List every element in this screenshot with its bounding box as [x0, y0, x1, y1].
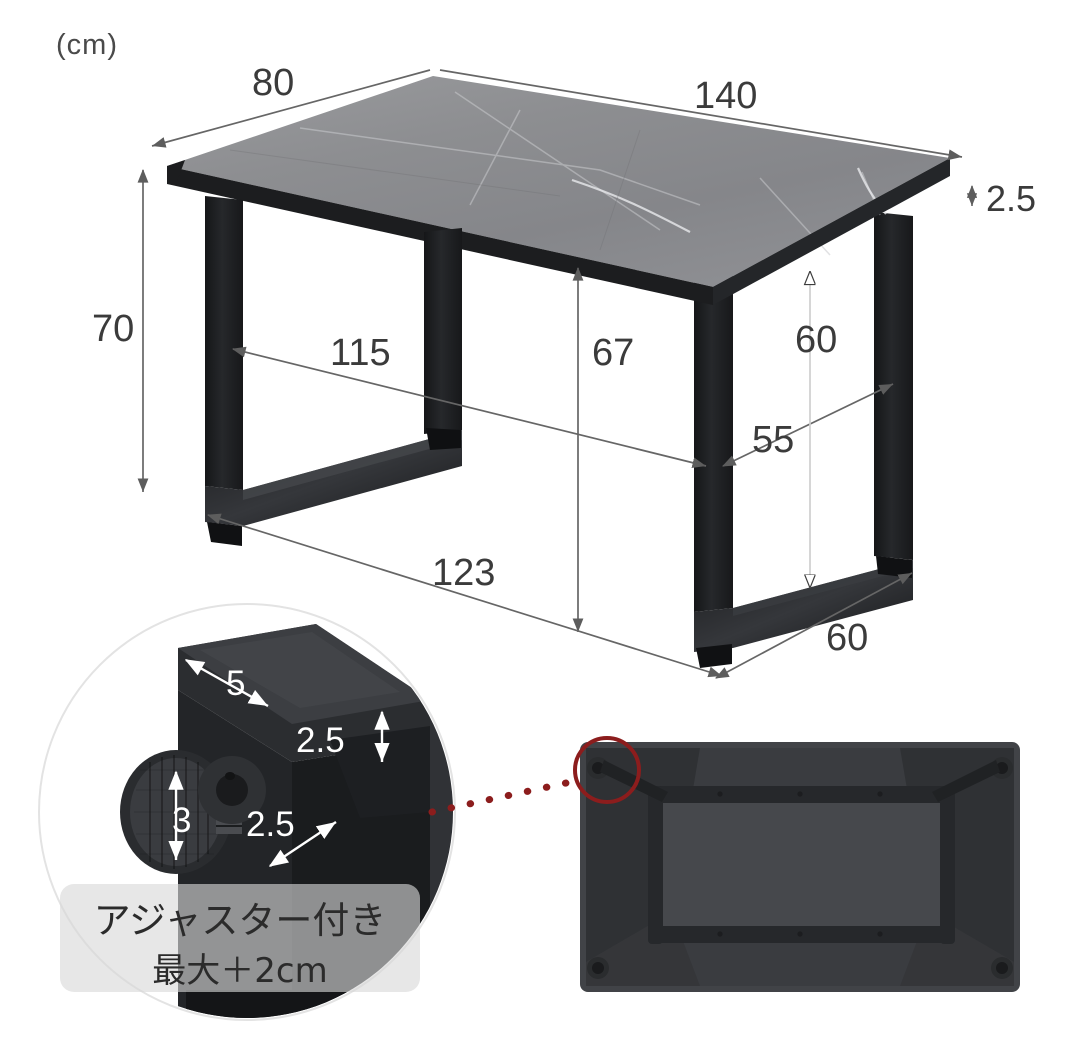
- dim-label-140: 140: [694, 75, 757, 117]
- dim-label-80: 80: [252, 62, 294, 104]
- detail-label-5: 5: [226, 664, 245, 703]
- dim-label-67: 67: [592, 332, 634, 374]
- dim-label-55: 55: [752, 419, 794, 461]
- dim-label-60-base: 60: [826, 617, 868, 659]
- dim-label-115: 115: [330, 332, 391, 374]
- dim-label-2-5-thickness: 2.5: [986, 178, 1036, 219]
- tabletop: [167, 76, 950, 305]
- dim-label-60-leg: 60: [795, 319, 837, 361]
- caption-line-2: 最大＋2cm: [152, 951, 327, 991]
- callout-adjuster-location: [428, 736, 641, 816]
- detail-label-3: 3: [172, 801, 191, 840]
- adjuster-caption: アジャスター付き 最大＋2cm: [60, 884, 420, 992]
- callout-dotted-line: [428, 776, 584, 816]
- detail-label-2-5-top: 2.5: [296, 721, 345, 760]
- detail-label-2-5-bottom: 2.5: [246, 805, 295, 844]
- unit-label: (cm): [56, 29, 118, 61]
- dim-label-70: 70: [92, 308, 134, 350]
- dim-label-123: 123: [432, 552, 495, 594]
- underside-view: [580, 742, 1020, 992]
- caption-line-1: アジャスター付き: [94, 899, 387, 942]
- dimension-lines-main: [137, 69, 978, 679]
